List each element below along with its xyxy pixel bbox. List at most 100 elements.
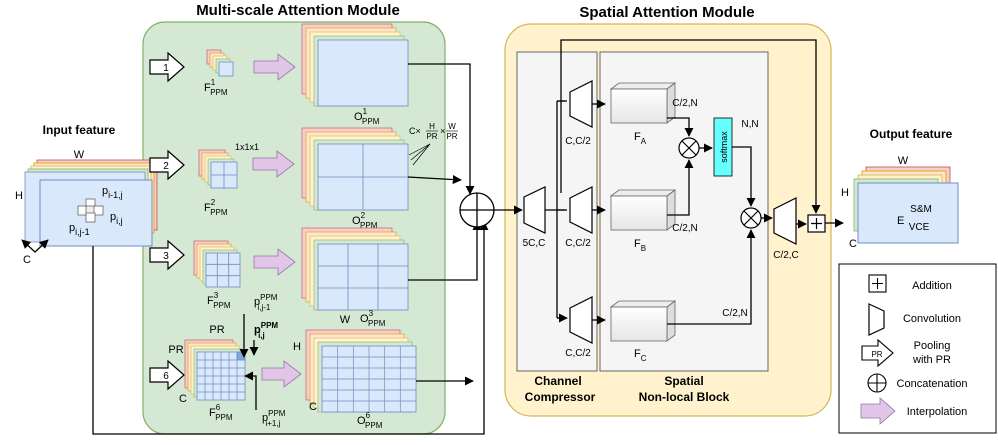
o-ppm-3-w-label: W xyxy=(340,314,351,326)
legend-pooling-label-1: Pooling xyxy=(914,340,951,352)
output-h-label: H xyxy=(841,187,849,199)
f-ppm-6-c-label: C xyxy=(179,393,187,405)
o3-to-concat-line xyxy=(408,221,482,281)
softmax-block: softmax xyxy=(713,117,733,177)
o-ppm-6-c-label: C xyxy=(309,401,317,413)
purple-arrow-icon xyxy=(860,397,896,425)
pr-arrow-icon: PR xyxy=(861,338,894,368)
interp-arrow-1 xyxy=(253,53,296,81)
pr-top-label: PR xyxy=(209,324,224,336)
svg-text:PR: PR xyxy=(446,132,457,141)
svg-text:softmax: softmax xyxy=(719,131,729,163)
f-ppm-3-cube xyxy=(193,240,241,288)
cc-label-1: Channel xyxy=(534,374,581,388)
conv-top-label: C,C/2 xyxy=(565,136,591,147)
output-feature-cube xyxy=(853,166,959,244)
interp-arrow-2 xyxy=(252,150,295,178)
f-ppm-6-cube xyxy=(184,339,246,401)
svg-text:PR: PR xyxy=(426,132,437,141)
fb-dim-label: C/2,N xyxy=(672,223,698,234)
multiply-node-1 xyxy=(678,137,700,159)
input-w-label: W xyxy=(74,149,85,161)
svg-text:1: 1 xyxy=(163,63,169,74)
o1-to-concat-line xyxy=(408,63,475,195)
legend-concat-label: Concatenation xyxy=(897,378,968,390)
o-ppm-2-cube xyxy=(301,127,409,211)
svg-text:2: 2 xyxy=(163,161,169,172)
conv-5c-c-label: 5C,C xyxy=(523,238,546,249)
o-ppm-3-cube xyxy=(301,227,409,311)
msam-title: Multi-scale Attention Module xyxy=(196,2,400,19)
conv-final-label: C/2,C xyxy=(773,250,799,261)
addition-node xyxy=(807,214,826,233)
pr-left-label: PR xyxy=(168,344,183,356)
input-rotation-arrows xyxy=(21,239,49,253)
p-i1j-pointer xyxy=(244,371,257,410)
fa-to-mult1 xyxy=(667,117,694,137)
output-sm-label: S&M xyxy=(910,204,932,215)
input-to-concat-line xyxy=(92,221,489,435)
fc-to-mult2 xyxy=(667,229,756,325)
output-vce-label: VCE xyxy=(909,222,930,233)
fb-label: FB xyxy=(634,238,646,253)
snl-label-1: Spatial xyxy=(664,374,703,388)
pixel-neighborhood-icon xyxy=(77,198,104,223)
feature-block-b xyxy=(609,189,677,231)
dim-1x1x1-label: 1x1x1 xyxy=(235,142,259,152)
softmax-to-mult2 xyxy=(732,146,756,207)
feature-block-a xyxy=(609,82,677,124)
o-ppm-6-cube xyxy=(305,329,417,413)
input-feature-cube xyxy=(24,159,158,247)
split-arrows xyxy=(557,100,567,318)
nn-label: N,N xyxy=(741,119,758,130)
formula-pointer-lines xyxy=(408,143,431,166)
interp-arrow-3 xyxy=(253,248,296,276)
output-w-label: W xyxy=(898,155,909,167)
conv-5c-c xyxy=(523,186,546,234)
input-p-left: pi,j-1 xyxy=(69,222,90,237)
conv-bot xyxy=(569,296,593,344)
f-ppm-2-cube xyxy=(198,149,238,189)
legend-convolution-label: Convolution xyxy=(903,313,961,325)
input-h-label: H xyxy=(15,190,23,202)
skip-connection-line xyxy=(560,39,821,214)
svg-text:6: 6 xyxy=(163,371,169,382)
snl-label-2: Non-local Block xyxy=(639,390,730,404)
svg-text:PR: PR xyxy=(871,350,882,359)
trapezoid-icon xyxy=(868,303,885,336)
pooling-arrow-1: 1 xyxy=(149,51,185,83)
conv-top xyxy=(569,80,593,128)
output-e-label: E xyxy=(897,215,904,227)
conv-bot-label: C,C/2 xyxy=(565,348,591,359)
pooling-arrow-2: 2 xyxy=(149,149,185,181)
output-feature-title: Output feature xyxy=(870,127,953,141)
concatenation-node xyxy=(459,192,495,228)
dimension-formula: C× H PR × W PR xyxy=(409,122,458,141)
legend-interp-label: Interpolation xyxy=(907,406,968,418)
input-c-label: C xyxy=(23,254,31,266)
fa-label: FA xyxy=(634,131,647,146)
legend-addition-label: Addition xyxy=(912,280,952,292)
o-ppm-1-cube xyxy=(301,23,409,107)
input-p-top: pi-1,j xyxy=(102,185,123,200)
f-ppm-1-cube xyxy=(206,49,234,77)
svg-text:×: × xyxy=(440,126,445,136)
interp-arrow-6 xyxy=(261,360,302,388)
fb-to-mult1 xyxy=(667,159,694,216)
legend: Addition Convolution PR Pooling with PR … xyxy=(838,263,997,434)
svg-text:3: 3 xyxy=(163,251,169,262)
svg-text:W: W xyxy=(448,122,456,131)
output-c-label: C xyxy=(849,238,857,250)
input-p-right: pi,j xyxy=(110,211,123,226)
pooling-arrow-3: 3 xyxy=(149,239,185,271)
